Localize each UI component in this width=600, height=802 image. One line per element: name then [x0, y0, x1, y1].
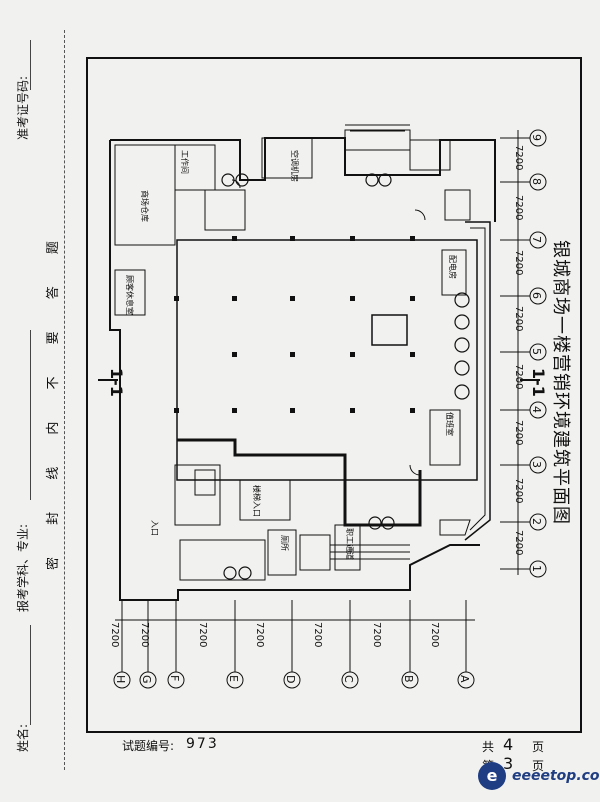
section-mark-right: 1-1: [529, 368, 548, 397]
col-axis-5: 5: [530, 348, 543, 355]
row-axis-e: E: [227, 675, 240, 682]
binding-line: [64, 30, 65, 770]
major-underline: [30, 330, 31, 500]
row-axis-b: B: [402, 675, 415, 683]
col-axis-4: 4: [530, 406, 543, 413]
col-dim-7: 7200: [513, 195, 524, 221]
room-mech-room: 空调机房: [290, 150, 299, 182]
exam-number-label: 试题编号:: [122, 739, 175, 753]
row-axis-a: A: [458, 675, 471, 683]
col-dim-2: 7200: [513, 478, 524, 504]
row-dim-7: 7200: [109, 622, 120, 648]
row-dim-2: 7200: [197, 622, 208, 648]
col-axis-1: 1: [530, 565, 543, 572]
row-axis-c: C: [342, 675, 355, 683]
room-lounge: 顾客休息室: [125, 275, 134, 315]
col-axis-8: 8: [530, 178, 543, 185]
row-dim-4: 7200: [312, 622, 323, 648]
row-dim-5: 7200: [371, 622, 382, 648]
room-entrance: 入口: [150, 520, 159, 536]
room-staff: 职工通道: [345, 528, 354, 560]
col-dim-8: 7200: [513, 145, 524, 171]
col-dim-4: 7200: [513, 364, 524, 390]
col-axis-6: 6: [530, 292, 543, 299]
col-axis-9: 9: [530, 134, 543, 141]
row-axis-f: F: [168, 675, 181, 682]
total-label: 共: [482, 740, 495, 754]
exam-number: 973: [186, 736, 219, 752]
section-mark-left: 1-1: [107, 368, 126, 397]
watermark-logo-icon: e: [478, 762, 506, 790]
name-underline: [30, 625, 31, 725]
drawing-frame: [86, 57, 582, 733]
col-dim-3: 7200: [513, 420, 524, 446]
room-storage: 商场仓库: [140, 190, 149, 222]
row-dim-1: 7200: [139, 622, 150, 648]
row-dim-3: 7200: [254, 622, 265, 648]
room-toilet: 厕所: [280, 535, 289, 551]
row-dim-6: 7200: [429, 622, 440, 648]
total-pages: 4: [503, 735, 514, 754]
col-axis-2: 2: [530, 518, 543, 525]
col-dim-5: 7200: [513, 306, 524, 332]
row-axis-d: D: [284, 675, 297, 684]
col-dim-1: 7200: [513, 530, 524, 556]
room-electric: 配电房: [448, 255, 457, 279]
col-dim-6: 7200: [513, 250, 524, 276]
row-axis-g: G: [140, 675, 153, 684]
room-escalator-hall: 楼梯入口: [252, 485, 261, 517]
ticket-underline: [30, 40, 31, 90]
watermark-text: eeeetop.com: [512, 768, 600, 784]
drawing-title: 银城商场一楼营销环境建筑平面图: [550, 240, 571, 525]
room-duty: 值班室: [445, 412, 454, 436]
col-axis-7: 7: [530, 236, 543, 243]
current-unit: 页: [532, 759, 545, 773]
current-page: 3: [503, 754, 514, 773]
room-tool-room: 工作间: [180, 150, 189, 174]
total-unit: 页: [532, 740, 545, 754]
row-axis-h: H: [114, 675, 127, 684]
col-axis-3: 3: [530, 461, 543, 468]
